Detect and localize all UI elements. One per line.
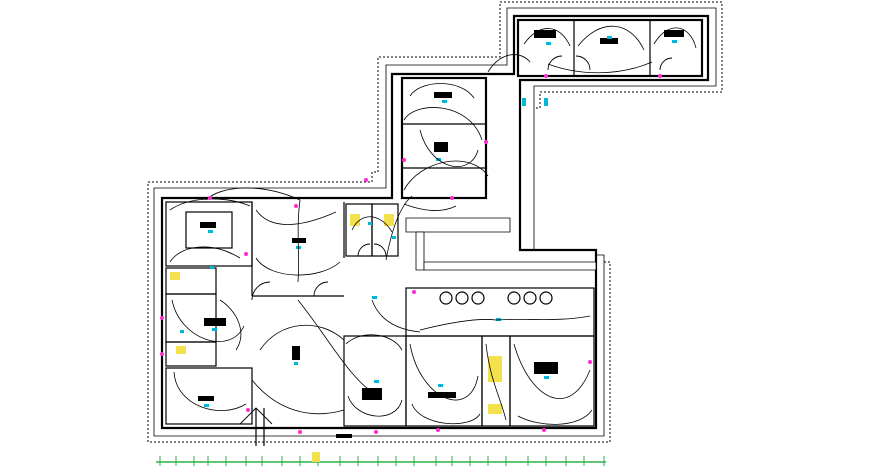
circuit-wiring	[169, 187, 593, 425]
switch-icon	[294, 204, 298, 208]
dimension-line	[156, 452, 606, 466]
switch-icon	[160, 316, 164, 320]
distribution-board-icon	[312, 452, 320, 462]
light-fixture-icon	[180, 330, 184, 333]
switch-icon	[244, 252, 248, 256]
switch-icon	[588, 360, 592, 364]
light-fixture-icon	[392, 236, 396, 239]
switch-icon	[246, 408, 250, 412]
dimension-ticks	[159, 456, 605, 466]
switch-icon	[364, 178, 368, 182]
top-right-wing	[516, 18, 704, 78]
light-fixture-icon	[368, 222, 372, 225]
switch-icon	[374, 430, 378, 434]
north-wing	[400, 54, 548, 200]
switch-points	[160, 178, 592, 434]
switch-icon	[208, 196, 212, 200]
switch-icon	[160, 352, 164, 356]
switch-icon	[542, 428, 546, 432]
switch-icon	[450, 196, 454, 200]
switch-icon	[436, 428, 440, 432]
light-fixture-icon	[210, 266, 214, 269]
switch-icon	[298, 430, 302, 434]
plinth-outline	[147, 1, 723, 443]
switch-icon	[412, 290, 416, 294]
main-block	[165, 201, 595, 446]
